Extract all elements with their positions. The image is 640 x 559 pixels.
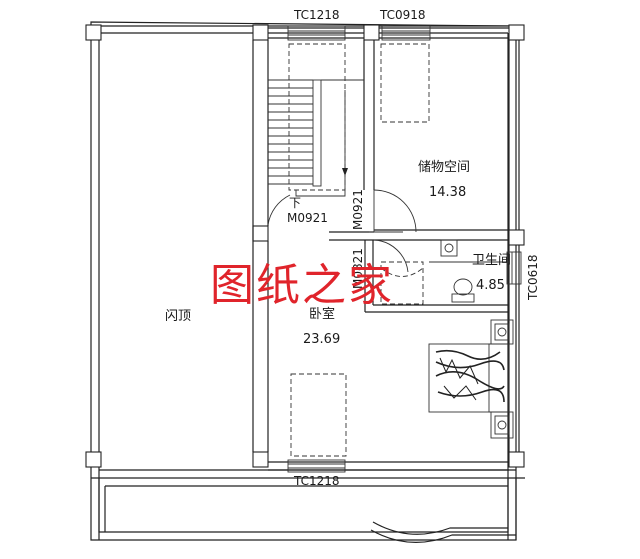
toilet-tank bbox=[451, 293, 475, 303]
door-swings bbox=[267, 189, 417, 278]
window bbox=[287, 25, 346, 41]
room-name-roof: 闪顶 bbox=[165, 309, 191, 324]
columns bbox=[85, 24, 525, 468]
shower-area bbox=[380, 261, 424, 305]
room-area-bedroom: 23.69 bbox=[303, 332, 340, 347]
staircase bbox=[268, 43, 364, 197]
windows bbox=[287, 25, 522, 473]
column bbox=[508, 229, 525, 246]
room-area-storage: 14.38 bbox=[429, 185, 466, 200]
column bbox=[85, 451, 102, 468]
sink bbox=[440, 239, 458, 257]
column bbox=[252, 24, 269, 41]
bed bbox=[428, 319, 514, 439]
window-label-right: TC0618 bbox=[526, 254, 540, 301]
door-label-stair: M0921 bbox=[287, 211, 328, 225]
room-name-storage: 储物空间 bbox=[418, 160, 470, 175]
column bbox=[508, 24, 525, 41]
desk bbox=[290, 373, 347, 457]
window bbox=[287, 459, 346, 473]
bathroom-fixtures bbox=[380, 239, 509, 305]
door-label-bath: M0821 bbox=[351, 248, 365, 289]
toilet bbox=[453, 278, 473, 296]
door-label-storage: M0921 bbox=[351, 189, 365, 230]
interior-walls bbox=[252, 27, 520, 471]
nightstand bbox=[490, 411, 514, 439]
room-area-bathroom: 4.85 bbox=[476, 278, 505, 293]
room-name-bedroom: 卧室 bbox=[309, 306, 335, 322]
window-label-top-left: TC1218 bbox=[293, 8, 340, 22]
nightstand bbox=[490, 319, 514, 345]
window bbox=[506, 251, 522, 285]
room-name-bathroom: 卫生间 bbox=[472, 253, 511, 268]
window-label-bottom: TC1218 bbox=[293, 474, 340, 488]
column bbox=[85, 24, 102, 41]
stair-down-note: 下 bbox=[289, 196, 301, 210]
column bbox=[508, 451, 525, 468]
watermark-text: 图纸之家 bbox=[210, 260, 394, 311]
column bbox=[363, 24, 380, 41]
storage-cabinet bbox=[380, 43, 430, 123]
column bbox=[252, 225, 269, 242]
window-label-top-right: TC0918 bbox=[379, 8, 426, 22]
window bbox=[381, 25, 431, 41]
column bbox=[252, 451, 269, 468]
